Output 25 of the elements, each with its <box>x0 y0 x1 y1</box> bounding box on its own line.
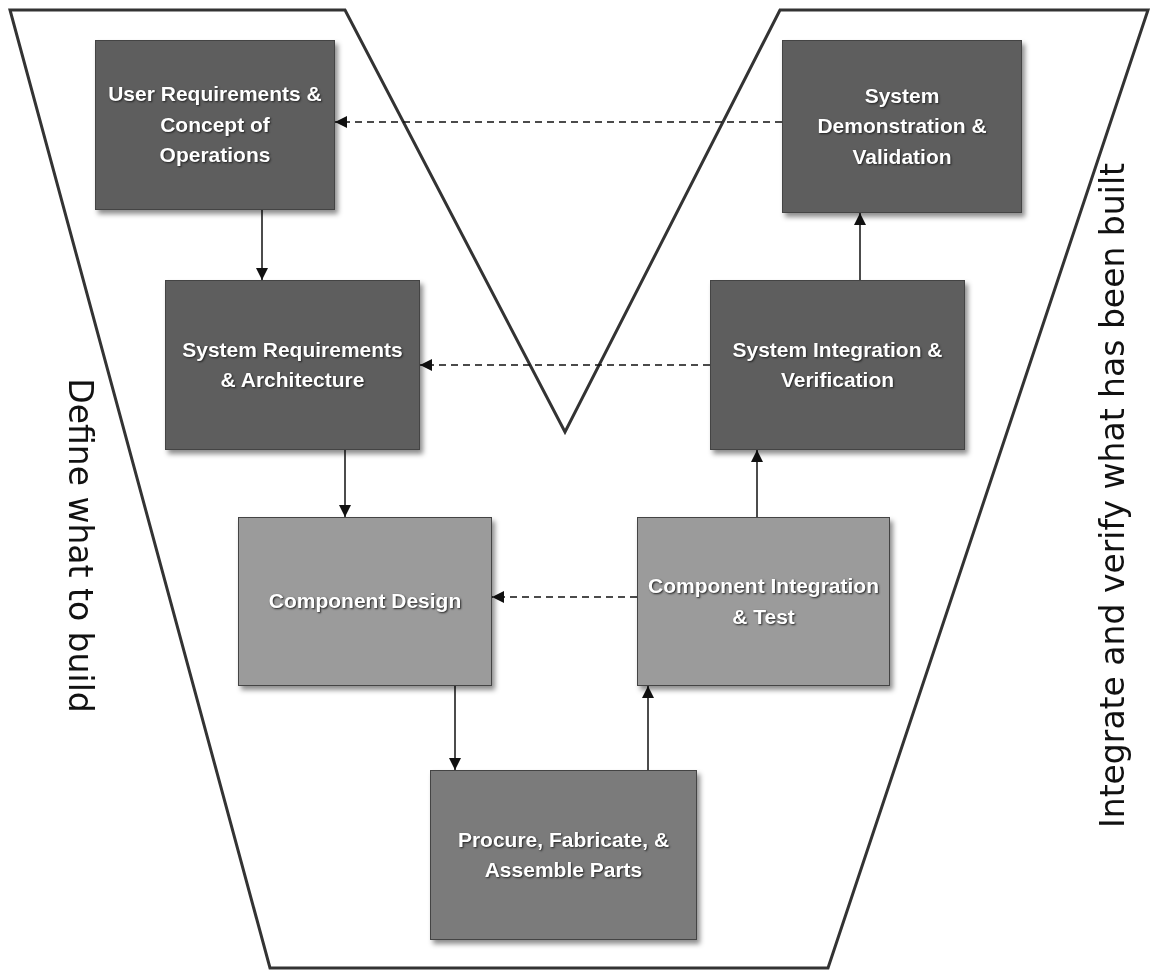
arrow <box>256 209 268 281</box>
arrow <box>491 591 638 603</box>
process-box <box>637 517 890 686</box>
box-label: System Requirements & Architecture <box>181 336 404 393</box>
process-box <box>238 517 492 686</box>
arrow <box>419 359 711 371</box>
arrow <box>334 116 783 128</box>
process-box <box>710 280 965 450</box>
box-label: User Requirements & Concept of Operations <box>107 81 323 169</box>
box-label: Component Integration & Test <box>647 573 880 630</box>
process-box <box>430 770 697 940</box>
side-label: Integrate and verify what has been built <box>1092 162 1132 828</box>
box-label: System Demonstration & Validation <box>816 82 988 170</box>
process-box <box>782 40 1022 213</box>
side-label: Define what to build <box>60 377 100 713</box>
arrow <box>449 685 461 771</box>
arrow <box>854 212 866 281</box>
box-label: System Integration & Verification <box>731 336 944 393</box>
process-box <box>165 280 420 450</box>
process-box <box>95 40 335 210</box>
arrow <box>751 449 763 518</box>
box-label: Component Design <box>267 588 463 615</box>
arrow <box>642 685 654 771</box>
arrow <box>339 449 351 518</box>
box-label: Procure, Fabricate, & Assemble Parts <box>456 826 671 883</box>
